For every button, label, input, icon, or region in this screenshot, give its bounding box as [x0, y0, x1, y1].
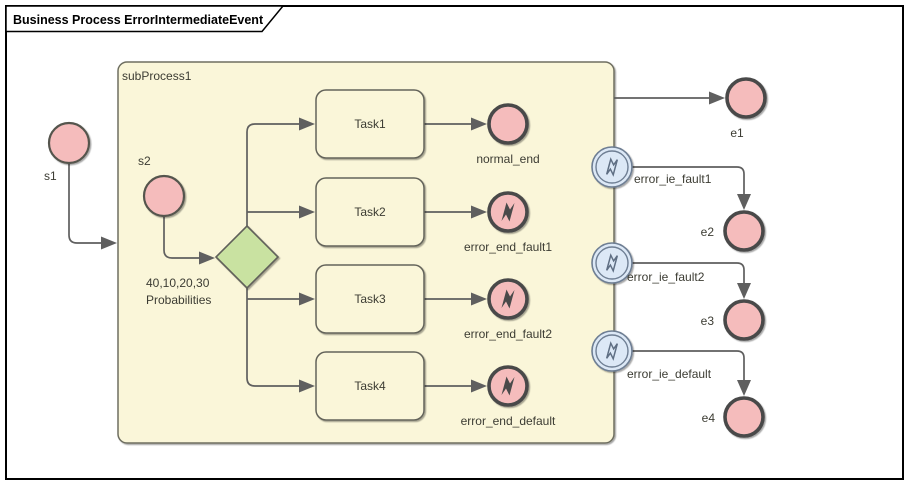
end-event-error-end-default[interactable] — [487, 365, 529, 407]
end-event-e4[interactable] — [723, 396, 765, 438]
arrowhead-icon — [101, 236, 117, 250]
flow-line — [632, 166, 745, 195]
arrowhead-icon — [299, 205, 315, 219]
arrowhead-icon — [199, 251, 215, 265]
subprocess-label: subProcess1 — [122, 69, 192, 83]
flow-s2-to-gateway[interactable] — [163, 216, 215, 265]
flow-task2-to-error-end-fault1[interactable] — [424, 205, 487, 219]
flow-subprocess-to-e1[interactable] — [614, 91, 725, 105]
flow-task3-to-error-end-fault2[interactable] — [424, 292, 487, 306]
end-event-e2[interactable] — [723, 210, 765, 252]
flow-line — [632, 262, 745, 284]
end-event-error-end-fault1[interactable] — [487, 191, 529, 233]
start-event-s1-label: s1 — [44, 169, 57, 183]
flow-task4-to-error-end-default[interactable] — [424, 379, 487, 393]
diagram-title-tab — [5, 5, 285, 33]
intermediate-event-error-ie-default-label: error_ie_default — [627, 367, 712, 381]
flow-ie-fault2-to-e3[interactable] — [632, 262, 751, 299]
error-bolt-icon — [501, 376, 515, 396]
intermediate-event-error-ie-fault1[interactable] — [591, 146, 633, 188]
end-event-circle — [725, 77, 767, 119]
end-event-e1[interactable] — [725, 77, 767, 119]
intermediate-event-error-ie-fault1-label: error_ie_fault1 — [634, 172, 712, 186]
gateway-probability[interactable] — [214, 224, 280, 290]
gateway-label-line1: 40,10,20,30 — [146, 276, 210, 290]
flow-line — [632, 350, 745, 381]
arrowhead-icon — [737, 283, 751, 299]
task-3[interactable] — [315, 264, 425, 334]
start-event-s1[interactable] — [47, 121, 91, 165]
error-bolt-icon — [501, 289, 515, 309]
flow-gateway-to-task4[interactable] — [246, 287, 315, 393]
task-4[interactable] — [315, 351, 425, 421]
end-event-e3-label: e3 — [701, 314, 715, 328]
gateway-label-line2: Probabilities — [146, 293, 211, 307]
arrowhead-icon — [299, 117, 315, 131]
error-bolt-icon — [501, 202, 515, 222]
intermediate-event-inner-circle — [595, 246, 629, 280]
arrowhead-icon — [299, 292, 315, 306]
end-event-e3[interactable] — [723, 299, 765, 341]
end-event-e1-label: e1 — [730, 126, 744, 140]
flow-s1-to-subprocess[interactable] — [68, 163, 117, 250]
task-2[interactable] — [315, 177, 425, 247]
flow-gateway-to-task2[interactable] — [247, 205, 315, 219]
end-event-normal-end-label: normal_end — [476, 152, 539, 166]
arrowhead-icon — [299, 379, 315, 393]
end-event-normal-end[interactable] — [487, 103, 529, 145]
intermediate-event-inner-circle — [595, 150, 629, 184]
arrowhead-icon — [709, 91, 725, 105]
intermediate-event-error-ie-default[interactable] — [591, 330, 633, 372]
intermediate-event-outer-circle — [591, 242, 633, 284]
error-bolt-outline-icon — [605, 341, 619, 361]
end-event-error-end-fault2-label: error_end_fault2 — [464, 327, 552, 341]
end-event-error-end-default-label: error_end_default — [461, 414, 556, 428]
arrowhead-icon — [471, 292, 487, 306]
intermediate-event-outer-circle — [591, 146, 633, 188]
end-event-circle — [487, 103, 529, 145]
flow-ie-default-to-e4[interactable] — [632, 350, 751, 396]
end-event-error-end-fault1-label: error_end_fault1 — [464, 240, 552, 254]
arrowhead-icon — [737, 194, 751, 210]
flow-ie-fault1-to-e2[interactable] — [632, 166, 751, 210]
start-event-s2-label: s2 — [138, 154, 151, 168]
end-event-e2-label: e2 — [701, 225, 715, 239]
arrowhead-icon — [737, 380, 751, 396]
intermediate-event-error-ie-fault2[interactable] — [591, 242, 633, 284]
diagram-title: Business Process ErrorIntermediateEvent — [13, 13, 264, 27]
flow-line — [246, 123, 300, 227]
arrowhead-icon — [471, 117, 487, 131]
intermediate-event-error-ie-fault2-label: error_ie_fault2 — [627, 270, 705, 284]
arrowhead-icon — [471, 379, 487, 393]
flow-task1-to-normal-end[interactable] — [424, 117, 487, 131]
arrowhead-icon — [471, 205, 487, 219]
flow-gateway-to-task3[interactable] — [247, 292, 315, 306]
flow-line — [68, 163, 102, 244]
task-4-label: Task4 — [354, 379, 386, 393]
task-2-label: Task2 — [354, 205, 386, 219]
flow-line — [163, 216, 200, 259]
end-event-circle — [723, 396, 765, 438]
task-3-label: Task3 — [354, 292, 386, 306]
task-1[interactable] — [315, 89, 425, 159]
intermediate-event-outer-circle — [591, 330, 633, 372]
error-bolt-outline-icon — [605, 253, 619, 273]
end-event-circle — [723, 299, 765, 341]
error-bolt-outline-icon — [605, 157, 619, 177]
start-event-s2[interactable] — [142, 174, 186, 218]
task-1-label: Task1 — [354, 117, 386, 131]
end-event-error-end-fault2[interactable] — [487, 278, 529, 320]
end-event-circle — [723, 210, 765, 252]
intermediate-event-inner-circle — [595, 334, 629, 368]
end-event-e4-label: e4 — [702, 411, 716, 425]
flow-gateway-to-task1[interactable] — [246, 117, 315, 228]
flow-line — [246, 287, 300, 387]
